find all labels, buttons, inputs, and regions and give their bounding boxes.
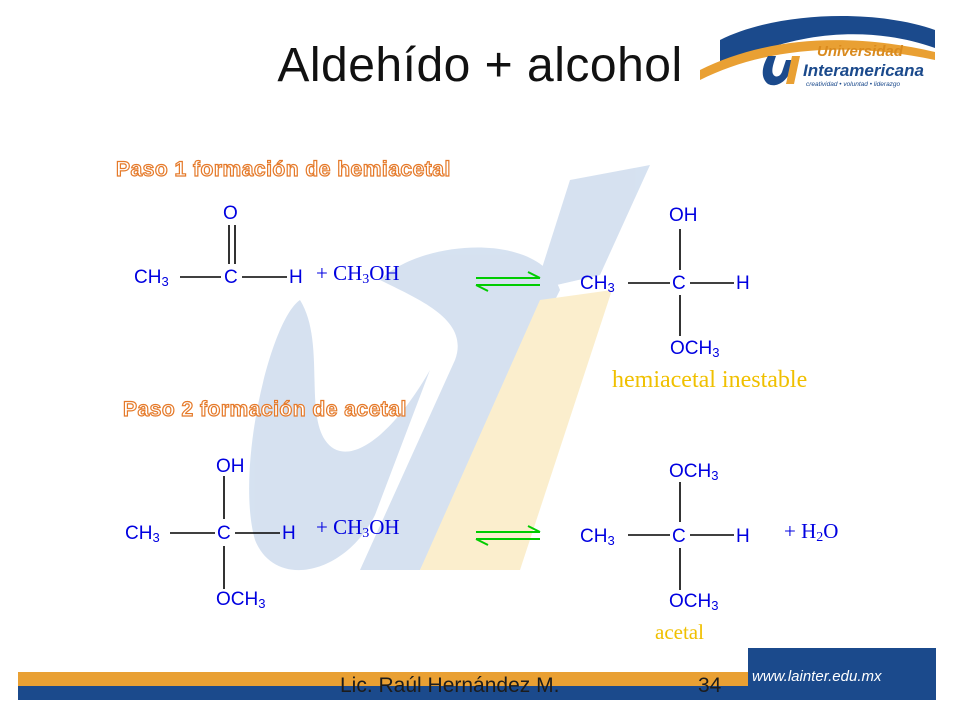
r2-byproduct-sub: 2 [816,530,824,545]
footer-author: Lic. Raúl Hernández M. [340,674,560,697]
step1-heading: Paso 1 formación de hemiacetal [115,157,451,181]
reaction2-bonds [170,476,734,590]
r2-product-methoxy-bottom-sub: 3 [711,598,719,613]
r1-product-hydrogen: H [736,273,750,294]
logo-line-1: Universidad [817,43,903,60]
r1-reactant-hydrogen: H [289,267,303,288]
step2-heading: Paso 2 formación de acetal [122,397,407,421]
r2-reagent-pre: + CH [316,515,363,539]
r1-reactant-methyl: CH3 [134,268,169,288]
r1-product-methyl-sub: 3 [607,280,615,295]
page-number: 34 [698,674,722,697]
r2-reagent-post: OH [369,515,400,539]
r1-product-methyl: CH3 [580,274,615,294]
r2-product-carbon: C [672,526,686,547]
acetal-note: acetal [655,620,704,644]
r2-reactant-methoxy-text: OCH [216,589,259,610]
r2-reactant-methyl: CH3 [125,524,160,544]
equilibrium-arrow-1 [475,271,541,292]
r1-reactant-oxygen: O [223,203,238,224]
r1-product-methoxy-sub: 3 [712,345,720,360]
equilibrium-arrow-2 [475,525,541,546]
slide-title: Aldehído + alcohol [277,39,683,92]
r2-product-methoxy-top-text: OCH [669,461,712,482]
hemiacetal-note: hemiacetal inestable [612,367,808,393]
r1-product-carbon: C [672,273,686,294]
r1-product-methoxy-text: OCH [670,338,713,359]
r1-reactant-carbon: C [224,267,238,288]
r2-reagent-sub: 3 [362,526,370,541]
r2-byproduct-post: O [823,519,839,543]
university-logo [700,16,935,86]
r2-reactant-methyl-sub: 3 [152,530,160,545]
r2-reactant-methyl-text: CH [125,523,153,544]
footer-url-link[interactable]: www.lainter.edu.mx [752,668,882,685]
r2-product-methoxy-bottom-text: OCH [669,591,712,612]
r2-product-methoxy-top: OCH3 [669,462,718,482]
logo-tagline: creatividad • voluntad • liderazgo [806,81,901,88]
reaction1-bonds [180,225,734,336]
r2-byproduct-water: + H2O [784,521,838,545]
r1-reagent-sub: 3 [362,272,370,287]
r2-reactant-hydroxyl: OH [216,456,245,477]
r2-product-methyl-text: CH [580,526,608,547]
r2-byproduct-pre: + H [784,519,817,543]
watermark-logo [249,165,650,571]
r1-reagent-pre: + CH [316,261,363,285]
r2-reactant-carbon: C [217,523,231,544]
r1-product-hydroxyl: OH [669,205,698,226]
r2-reagent: + CH3OH [316,517,400,541]
r2-product-methyl: CH3 [580,527,615,547]
r2-reactant-methoxy-sub: 3 [258,596,266,611]
r1-product-methoxy: OCH3 [670,339,719,359]
r2-reactant-hydrogen: H [282,523,296,544]
r1-product-methyl-text: CH [580,273,608,294]
footer-bars [18,648,936,700]
r2-product-methoxy-bottom: OCH3 [669,592,718,612]
r2-product-hydrogen: H [736,526,750,547]
r1-reactant-methyl-text: CH [134,267,162,288]
r2-product-methyl-sub: 3 [607,533,615,548]
logo-line-2: Interamericana [803,61,924,80]
r1-reactant-methyl-sub: 3 [161,274,169,289]
r2-product-methoxy-top-sub: 3 [711,468,719,483]
r2-reactant-methoxy: OCH3 [216,590,265,610]
r1-reagent: + CH3OH [316,263,400,287]
r1-reagent-post: OH [369,261,400,285]
